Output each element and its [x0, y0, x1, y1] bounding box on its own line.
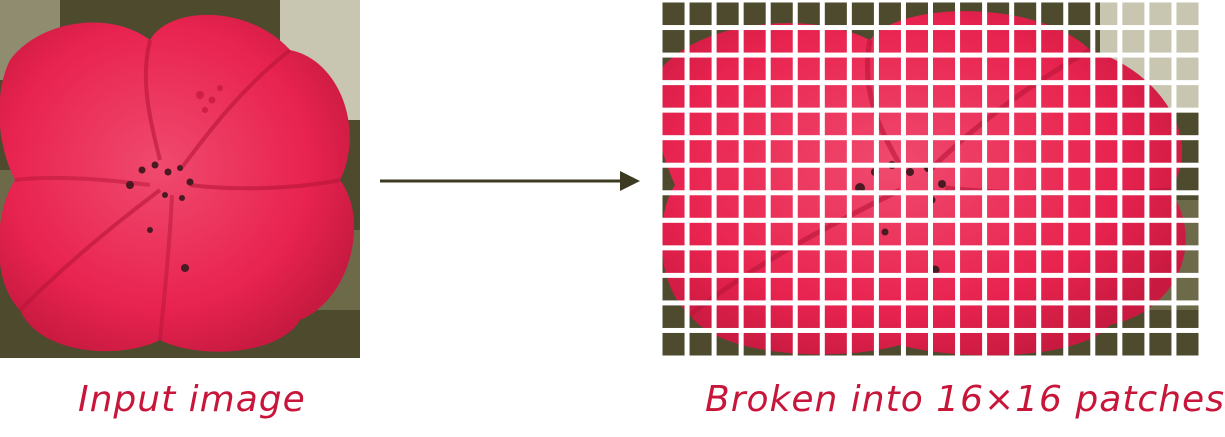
grid-gap-vertical — [955, 0, 961, 358]
grid-gap-horizontal — [660, 107, 1201, 113]
patch-grid-lines — [657, 0, 1204, 361]
grid-gap-horizontal — [660, 52, 1201, 58]
grid-gap-horizontal — [660, 300, 1201, 306]
grid-gap-horizontal — [660, 217, 1201, 223]
grid-gap-vertical — [738, 0, 744, 358]
grid-gap-vertical — [928, 0, 933, 358]
grid-gap-horizontal — [660, 0, 1201, 3]
grid-gap-vertical — [1036, 0, 1042, 358]
grid-gap-horizontal — [660, 245, 1201, 251]
arrow-icon — [380, 171, 640, 191]
grid-gap-vertical — [873, 0, 879, 358]
grid-gap-horizontal — [660, 25, 1201, 31]
grid-gap-horizontal — [660, 190, 1201, 196]
grid-gap-vertical — [657, 0, 663, 358]
input-image — [0, 0, 360, 358]
grid-gap-vertical — [1144, 0, 1150, 358]
grid-gap-vertical — [846, 0, 852, 358]
grid-gap-vertical — [1063, 0, 1069, 358]
grid-gap-vertical — [765, 0, 771, 358]
grid-gap-vertical — [1009, 0, 1015, 358]
grid-gap-vertical — [684, 0, 690, 358]
grid-gap-horizontal — [660, 327, 1201, 333]
grid-gap-vertical — [1090, 0, 1096, 358]
grid-gap-vertical — [711, 0, 717, 358]
grid-gap-vertical — [1171, 0, 1177, 358]
grid-gap-horizontal — [660, 80, 1201, 86]
grid-gap-horizontal — [660, 135, 1201, 141]
patches-caption: Broken into 16×16 patches — [705, 379, 1225, 420]
grid-gap-horizontal — [660, 355, 1201, 361]
grid-gap-vertical — [982, 0, 988, 358]
flower-artwork — [0, 0, 360, 358]
grid-gap-vertical — [819, 0, 825, 358]
grid-gap-vertical — [1198, 0, 1204, 358]
grid-gap-vertical — [900, 0, 906, 358]
grid-gap-vertical — [792, 0, 798, 358]
input-image-caption: Input image — [78, 379, 306, 420]
grid-gap-vertical — [1117, 0, 1123, 358]
grid-gap-horizontal — [660, 272, 1201, 278]
patched-image — [657, 0, 1204, 361]
grid-gap-horizontal — [660, 162, 1201, 168]
